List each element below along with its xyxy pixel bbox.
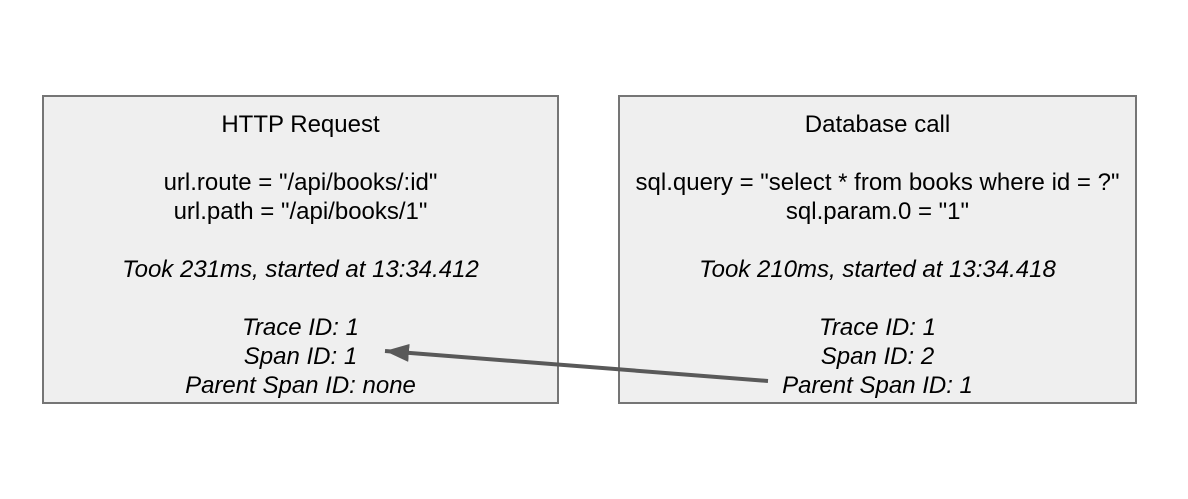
trace-id-text: Trace ID: 1 <box>819 314 936 341</box>
spacer <box>44 139 557 168</box>
spacer <box>44 226 557 255</box>
trace-id-text: Trace ID: 1 <box>242 314 359 341</box>
database-call-box: Database call sql.query = "select * from… <box>618 95 1137 404</box>
spacer <box>44 284 557 313</box>
span-id-text: Span ID: 2 <box>820 343 935 370</box>
box-title: Database call <box>804 111 951 138</box>
spacer <box>620 139 1135 168</box>
http-request-box: HTTP Request url.route = "/api/books/:id… <box>42 95 559 404</box>
attribute-url-path: url.path = "/api/books/1" <box>173 198 428 225</box>
attribute-sql-query: sql.query = "select * from books where i… <box>635 169 1120 196</box>
parent-span-id-text: Parent Span ID: none <box>185 372 416 399</box>
timing-text: Took 231ms, started at 13:34.412 <box>122 256 479 283</box>
box-title: HTTP Request <box>221 111 380 138</box>
spacer <box>620 226 1135 255</box>
attribute-sql-param: sql.param.0 = "1" <box>785 198 970 225</box>
timing-text: Took 210ms, started at 13:34.418 <box>699 256 1056 283</box>
parent-span-id-text: Parent Span ID: 1 <box>782 372 973 399</box>
span-id-text: Span ID: 1 <box>243 343 358 370</box>
attribute-url-route: url.route = "/api/books/:id" <box>163 169 438 196</box>
spacer <box>620 284 1135 313</box>
